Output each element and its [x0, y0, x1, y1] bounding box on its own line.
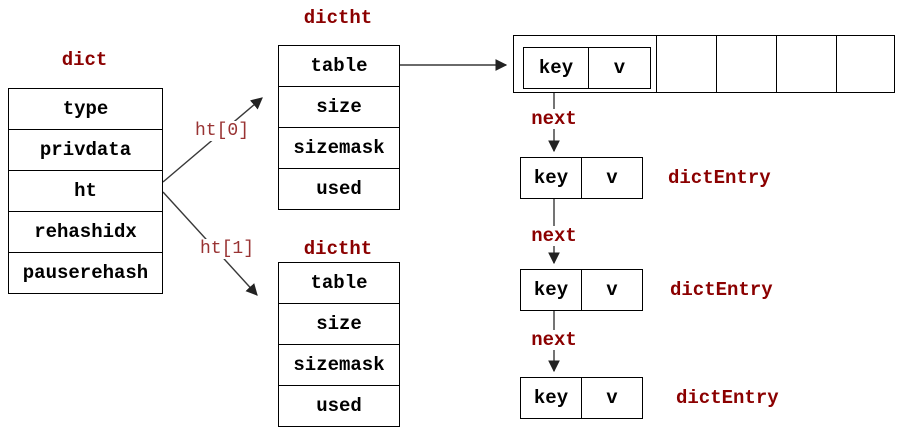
entry1-value: v [581, 158, 642, 198]
hash-bucket-array: key v [513, 35, 895, 93]
bucket-cell-0: key v [514, 36, 656, 92]
next-label-3: next [528, 330, 580, 350]
entry2-value: v [581, 270, 642, 310]
dictht-top-struct-box: table size sizemask used [278, 45, 400, 210]
bucket-cell-2-empty [716, 36, 776, 92]
dict-struct-box: type privdata ht rehashidx pauserehash [8, 88, 163, 294]
dictht-top-field-used: used [279, 168, 399, 209]
dict-entry-box-3: key v [520, 377, 643, 419]
dict-entry-box-1: key v [520, 157, 643, 199]
ht0-pointer-label: ht[0] [193, 121, 252, 141]
next-label-1: next [528, 109, 580, 129]
dict-field-type: type [62, 98, 109, 120]
bucket-cell-1-empty [656, 36, 716, 92]
dict-field-ht: ht [9, 170, 162, 211]
entry3-key: key [533, 387, 569, 409]
dictht-bottom-field-used: used [279, 385, 399, 426]
entry1-key: key [533, 167, 569, 189]
dict-entry-label-3: dictEntry [676, 387, 779, 409]
dict-entry-box-2: key v [520, 269, 643, 311]
dict-field-pauserehash: pauserehash [9, 252, 162, 293]
bucket-cell-3-empty [776, 36, 836, 92]
dict-title: dict [61, 49, 108, 71]
dict-field-privdata: privdata [9, 129, 162, 170]
dictht-bottom-field-sizemask: sizemask [279, 344, 399, 385]
dictht-bottom-field-size: size [279, 303, 399, 344]
entry3-value: v [581, 378, 642, 418]
dictht-bottom-struct-box: table size sizemask used [278, 262, 400, 427]
bucket0-entry-box: key v [523, 47, 651, 89]
dictht-top-field-size: size [279, 86, 399, 127]
dictht-top-field-sizemask: sizemask [279, 127, 399, 168]
bucket-cell-4-empty [836, 36, 894, 92]
dictht-bottom-field-table: table [310, 272, 368, 294]
dictht-top-title: dictht [303, 7, 373, 29]
dict-entry-label-1: dictEntry [668, 167, 771, 189]
bucket0-entry-value: v [588, 48, 650, 88]
dictht-top-field-table: table [310, 55, 368, 77]
next-label-2: next [528, 226, 580, 246]
ht1-pointer-label: ht[1] [198, 239, 257, 259]
bucket0-entry-key: key [538, 57, 574, 79]
dict-field-rehashidx: rehashidx [9, 211, 162, 252]
entry2-key: key [533, 279, 569, 301]
dictht-bottom-title: dictht [303, 238, 373, 260]
dict-entry-label-2: dictEntry [670, 279, 773, 301]
